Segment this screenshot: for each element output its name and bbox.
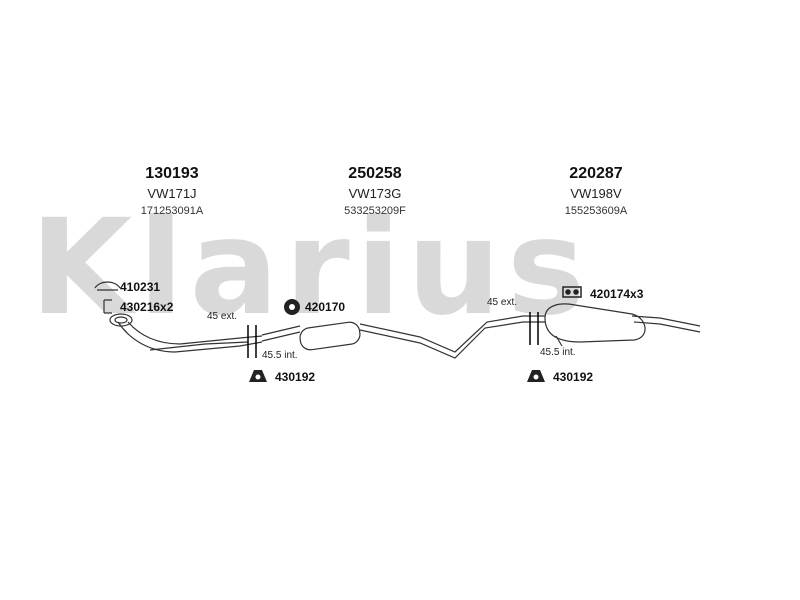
part-number-front: 130193 [145, 165, 199, 182]
part-code-rear: VW198V [570, 186, 622, 201]
accessory-label-420170: 420170 [305, 300, 346, 314]
accessory-label-420174: 420174x3 [590, 287, 644, 301]
dimension-right-int: 45.5 int. [540, 347, 576, 358]
part-number-rear: 220287 [569, 165, 623, 182]
rubber-mount-icon-left [249, 370, 267, 382]
dimension-left-int: 45.5 int. [262, 350, 298, 361]
accessory-label-430216: 430216x2 [120, 300, 174, 314]
gasket-icon [103, 299, 112, 314]
front-pipe [109, 313, 263, 353]
accessory-label-410231: 410231 [120, 280, 161, 294]
part-code-front: VW171J [147, 186, 197, 201]
part-code-centre: VW173G [348, 186, 402, 201]
accessory-label-430192-right: 430192 [553, 370, 594, 384]
mount-bracket-icon [562, 286, 582, 298]
joint-left [247, 325, 257, 358]
dimension-right-ext: 45 ext. [487, 297, 518, 308]
rear-silencer [523, 303, 701, 347]
dimension-left-ext: 45 ext. [207, 311, 238, 322]
part-oe-centre: 533253209F [344, 205, 406, 217]
part-oe-rear: 155253609A [564, 205, 628, 217]
rubber-mount-icon-420170 [284, 299, 300, 315]
joint-right [529, 312, 539, 345]
clamp-icon [94, 281, 121, 291]
rubber-mount-icon-right [527, 370, 545, 382]
accessory-label-430192-left: 430192 [275, 370, 316, 384]
part-oe-front: 171253091A [140, 205, 204, 217]
brand-watermark: Klarius [30, 191, 592, 345]
part-number-centre: 250258 [348, 165, 402, 182]
centre-silencer [261, 315, 524, 359]
